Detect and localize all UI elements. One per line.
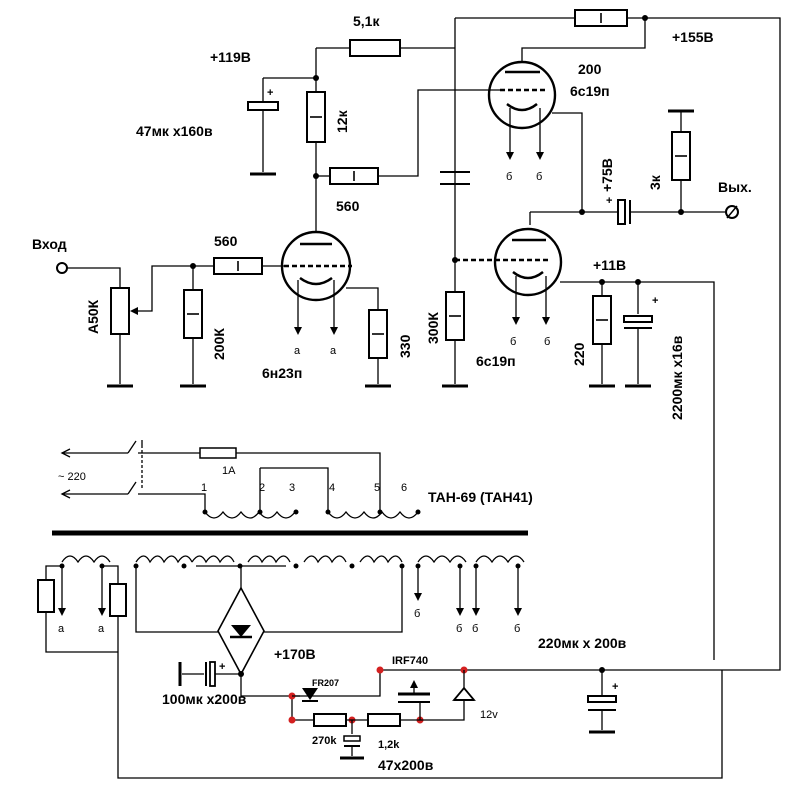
svg-text:6: 6 [401, 482, 407, 494]
label-fuse: 1А [222, 465, 236, 477]
svg-text:12v: 12v [480, 709, 498, 721]
svg-text:4: 4 [329, 482, 335, 494]
resistor-heater-a1 [37, 579, 55, 613]
label-119v: +119В [210, 49, 251, 65]
diode-fr207 [302, 688, 318, 700]
svg-text:1: 1 [201, 482, 207, 494]
svg-text:б: б [414, 608, 420, 620]
label-155v: +155В [672, 29, 714, 45]
zener-12v [452, 686, 476, 701]
winding-heater-b1 [417, 555, 467, 564]
label-300k: 300К [425, 312, 441, 344]
winding-hv [135, 555, 403, 564]
svg-text:б: б [472, 623, 478, 635]
label-mains: ~ 220 [58, 471, 86, 483]
label-tube2-type: 6с19п [570, 83, 610, 99]
svg-text:а: а [98, 623, 105, 635]
svg-text:б: б [506, 171, 512, 183]
label-47x200: 47х200в [378, 757, 434, 773]
svg-text:270k: 270k [312, 735, 337, 747]
label-220: 220 [571, 342, 587, 366]
svg-text:а: а [330, 345, 337, 357]
potentiometer-a50k [110, 287, 130, 335]
label-3k: 3к [647, 174, 663, 190]
label-out: Вых. [718, 179, 752, 195]
label-200k: 200К [211, 328, 227, 360]
input-terminal [56, 262, 68, 274]
label-560-input: 560 [214, 233, 238, 249]
resistor-5k1 [349, 39, 401, 57]
fuse-1a [199, 447, 237, 459]
label-tube3-type: 6с19п [476, 353, 516, 369]
svg-text:б: б [514, 623, 520, 635]
label-330: 330 [397, 334, 413, 358]
primary-winding-1 [204, 510, 296, 519]
label-5k1: 5,1к [353, 13, 380, 29]
resistor-heater-a2 [109, 583, 127, 617]
svg-text:а: а [294, 345, 301, 357]
label-2200uf: 2200мк х16в [669, 335, 685, 420]
svg-text:+: + [652, 295, 658, 307]
resistor-1k2 [367, 713, 401, 727]
svg-text:б: б [456, 623, 462, 635]
svg-text:3: 3 [289, 482, 295, 494]
svg-text:+: + [219, 661, 225, 673]
label-tube1-type: 6н23п [262, 365, 302, 381]
svg-text:2: 2 [259, 482, 265, 494]
label-170v: +170В [274, 646, 316, 662]
svg-text:б: б [544, 336, 550, 348]
svg-text:б: б [536, 171, 542, 183]
wire-anode-tube2 [521, 18, 646, 62]
label-transformer: ТАН-69 (ТАН41) [428, 489, 533, 505]
label-220uf: 220мк х 200в [538, 635, 627, 651]
label-200: 200 [578, 61, 602, 77]
winding-anode-heater [61, 555, 111, 564]
primary-winding-2 [327, 510, 419, 519]
svg-text:б: б [510, 336, 516, 348]
svg-text:IRF740: IRF740 [392, 655, 428, 667]
tube-3-6s19p [493, 227, 563, 297]
svg-text:FR207: FR207 [312, 678, 339, 688]
label-input: Вход [32, 236, 67, 252]
svg-text:1,2k: 1,2k [378, 739, 400, 751]
svg-text:+: + [606, 195, 612, 207]
wire-right-rail [465, 17, 781, 671]
tube-2-6s19p [487, 60, 557, 130]
label-560-top: 560 [336, 198, 360, 214]
label-75v: +75В [599, 158, 615, 192]
label-a50k: А50К [85, 299, 101, 334]
label-11v: +11В [593, 257, 626, 273]
label-47uf: 47мк х160в [136, 123, 213, 139]
svg-text:+: + [267, 87, 273, 99]
winding-heater-b2 [475, 555, 525, 564]
svg-text:5: 5 [374, 482, 380, 494]
label-100uf: 100мк х200в [162, 691, 247, 707]
svg-text:+: + [612, 681, 618, 693]
label-12k: 12к [334, 109, 350, 133]
svg-text:а: а [58, 623, 65, 635]
resistor-270k [313, 713, 347, 727]
